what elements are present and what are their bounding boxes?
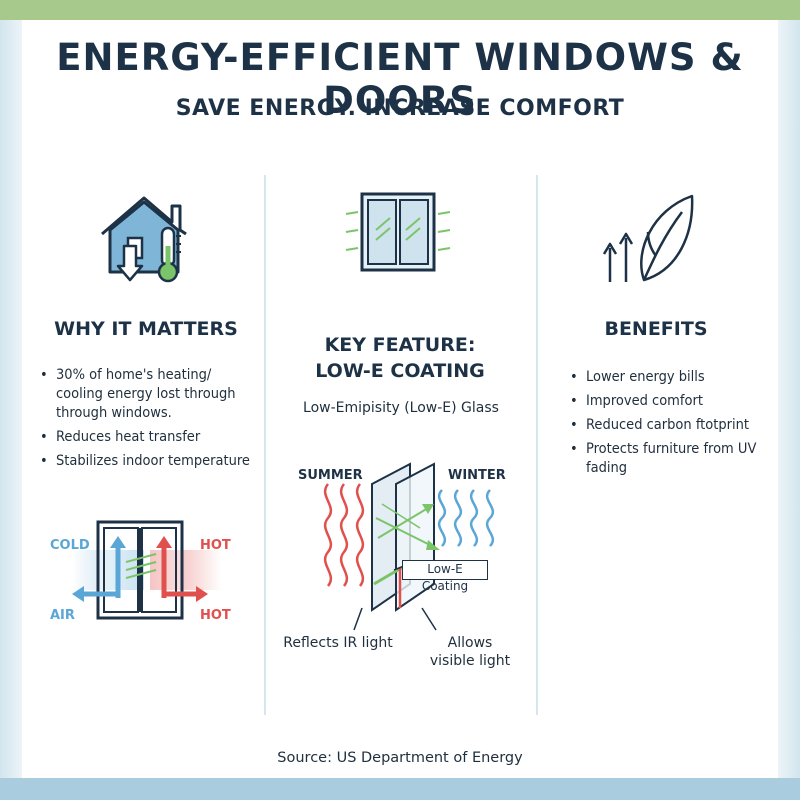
leaf-growth-icon — [602, 194, 694, 282]
key-feature-heading-line1: KEY FEATURE: — [324, 334, 476, 356]
house-thermometer-icon — [101, 196, 187, 283]
low-e-coating-tag: Low-E Coating — [402, 560, 488, 593]
list-item: Lower energy bills — [566, 368, 766, 387]
list-item: Reduced carbon ftotprint — [566, 416, 766, 435]
list-item: Improved comfort — [566, 392, 766, 411]
page-title: ENERGY-EFFICIENT WINDOWS & DOORS — [56, 36, 744, 122]
source-note: Source: US Department of Energy — [277, 750, 523, 766]
allows-caption-line2: visible light — [429, 653, 511, 669]
column-divider-right — [536, 175, 538, 715]
why-it-matters-heading: WHY IT MATTERS — [54, 318, 238, 340]
low-e-glass-diagram — [323, 462, 495, 631]
summer-label: SUMMER — [298, 468, 363, 483]
low-e-coating-label: Low-E Coating — [421, 562, 469, 593]
key-feature-heading-line2: LOW-E COATING — [315, 360, 485, 382]
top-band — [0, 0, 800, 20]
benefits-list: Lower energy bills Improved comfort Redu… — [566, 368, 766, 483]
list-item: Stabilizes indoor temperature — [36, 452, 262, 471]
cold-label: COLD — [50, 538, 90, 553]
winter-label: WINTER — [448, 468, 506, 483]
bottom-band — [0, 778, 800, 800]
list-item: Protects furniture from UV fading — [566, 440, 766, 478]
list-item: 30% of home's heating/ cooling energy lo… — [36, 366, 262, 423]
list-item: Reduces heat transfer — [36, 428, 262, 447]
low-e-glass-label: Low-Emipisity (Low-E) Glass — [303, 400, 499, 416]
allows-caption-line1: Allows — [447, 635, 493, 651]
left-side-band — [0, 20, 22, 778]
column-divider-left — [264, 175, 266, 715]
hot-top-label: HOT — [200, 538, 231, 553]
allows-visible-caption: Allows visible light — [420, 634, 520, 670]
reflects-ir-caption: Reflects IR light — [283, 635, 393, 651]
window-icon — [345, 192, 451, 272]
page-subtitle: SAVE ENERGY. INCREASE COMFORT — [175, 96, 625, 121]
benefits-heading: BENEFITS — [604, 318, 708, 340]
air-label: AIR — [50, 608, 75, 623]
hot-bottom-label: HOT — [200, 608, 231, 623]
right-side-band — [778, 20, 800, 778]
window-airflow-diagram — [72, 520, 222, 620]
why-it-matters-list: 30% of home's heating/ cooling energy lo… — [36, 366, 262, 476]
key-feature-heading: KEY FEATURE: LOW-E COATING — [286, 332, 514, 384]
